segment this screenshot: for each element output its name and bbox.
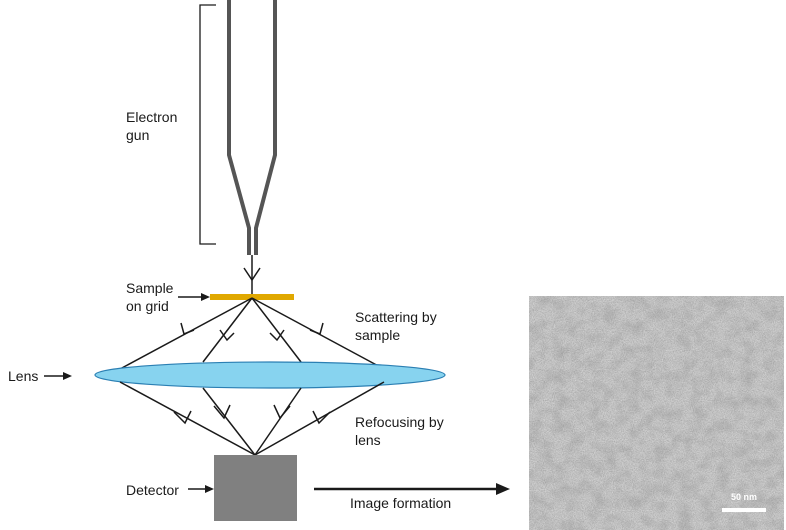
detector-label: Detector — [126, 482, 179, 498]
gun-left-wall — [227, 0, 251, 255]
detector — [214, 455, 297, 521]
scale-bar — [722, 508, 766, 512]
lens — [94, 361, 446, 389]
incident-beam — [243, 255, 261, 297]
image-formation-arrow — [314, 483, 510, 495]
electron-gun — [227, 0, 277, 255]
scatter-arrowhead — [309, 322, 324, 336]
refocused-rays — [119, 381, 385, 456]
cryo-em-micrograph — [529, 296, 784, 530]
scatter-arrowhead — [219, 329, 235, 342]
scale-bar-label: 50 nm — [730, 492, 757, 502]
electron-gun-bracket — [199, 4, 216, 245]
beam-arrowhead — [243, 267, 261, 282]
scattered-rays — [119, 297, 385, 370]
refocus-arrowhead — [273, 404, 291, 420]
refocus-arrowhead — [213, 404, 231, 420]
micrograph-texture — [529, 296, 784, 530]
scatter-arrowhead — [180, 322, 195, 336]
refocusing-label: Refocusing by lens — [355, 414, 444, 448]
lens-pointer-arrow — [44, 372, 72, 380]
electron-gun-label: Electron gun — [126, 109, 178, 143]
sample-grid — [210, 294, 294, 300]
scattering-label: Scattering by sample — [355, 309, 437, 343]
image-formation-label: Image formation — [350, 495, 452, 511]
sample-on-grid-label: Sample on grid — [126, 280, 174, 314]
sample-pointer-arrow — [178, 293, 210, 301]
detector-pointer-arrow — [188, 485, 214, 493]
gun-right-wall — [254, 0, 277, 255]
lens-label: Lens — [8, 368, 39, 384]
scatter-arrowhead — [269, 329, 285, 342]
refocus-arrowhead — [173, 410, 192, 425]
refocus-arrowhead — [312, 410, 331, 425]
